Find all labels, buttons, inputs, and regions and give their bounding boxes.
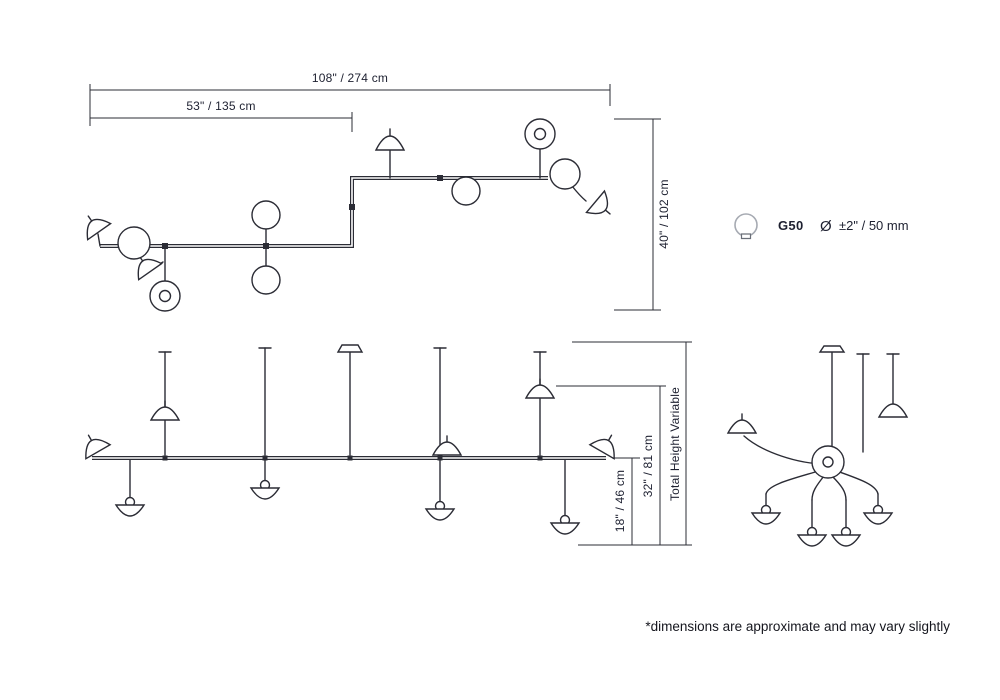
front-cup-icon: [549, 514, 581, 535]
side-hub-icon: [811, 445, 845, 479]
plan-dome-lower-icon: [137, 255, 163, 281]
bulb-tolerance-label: ±2" / 50 mm: [839, 218, 909, 233]
side-elevation-drawing: [726, 345, 909, 547]
plan-globe-icon: [251, 265, 281, 295]
side-cup-icon: [862, 504, 894, 525]
dim-drop-min-label: 18" / 46 cm: [613, 470, 627, 533]
plan-dome-left-icon: [86, 215, 112, 241]
dim-width-total-label: 108" / 274 cm: [312, 71, 388, 85]
side-dome-right-icon: [877, 403, 909, 418]
front-cup-icon: [424, 500, 456, 521]
plan-globe-icon: [549, 158, 581, 190]
front-dome-rail-icon: [431, 435, 463, 456]
side-cup-icon: [796, 526, 828, 547]
front-cup-icon: [249, 479, 281, 500]
front-dome-left-icon: [85, 434, 112, 460]
ceiling-canopy-icon: [818, 345, 846, 353]
plan-canopy-icon: [149, 280, 181, 312]
side-cup-icon: [750, 504, 782, 525]
plan-canopy-icon: [524, 118, 556, 150]
bulb-spec-row: G50 Ø ±2" / 50 mm: [734, 213, 909, 240]
plan-globe-icon: [251, 200, 281, 230]
dim-drop-mid-label: 32" / 81 cm: [641, 435, 655, 498]
front-elevation-drawing: [85, 344, 615, 535]
plan-dome-right-icon: [585, 189, 611, 215]
diameter-icon: Ø: [820, 218, 832, 235]
dim-width-partial-label: 53" / 135 cm: [186, 99, 255, 113]
total-height-label: Total Height Variable: [668, 387, 682, 501]
front-dome-stem-icon: [149, 400, 181, 421]
g50-bulb-icon: [734, 213, 758, 240]
dim-depth-label: 40" / 102 cm: [657, 179, 671, 248]
side-cup-icon: [830, 526, 862, 547]
front-dimension-lines: 18" / 46 cm 32" / 81 cm Total Height Var…: [556, 341, 692, 546]
front-dome-right-icon: [588, 434, 615, 460]
side-dome-left-icon: [726, 413, 758, 434]
plan-globe-icon: [451, 176, 481, 206]
plan-globe-icon: [117, 226, 151, 260]
ceiling-canopy-icon: [336, 344, 364, 353]
front-cup-icon: [114, 496, 146, 517]
plan-dimension-lines: 108" / 274 cm 53" / 135 cm 40" / 102 cm: [89, 71, 671, 311]
bulb-model-label: G50: [778, 218, 803, 233]
plan-view-drawing: [86, 118, 611, 312]
footer-note: *dimensions are approximate and may vary…: [645, 619, 950, 634]
front-dome-high-icon: [524, 378, 556, 399]
plan-dome-upper-icon: [374, 128, 406, 151]
